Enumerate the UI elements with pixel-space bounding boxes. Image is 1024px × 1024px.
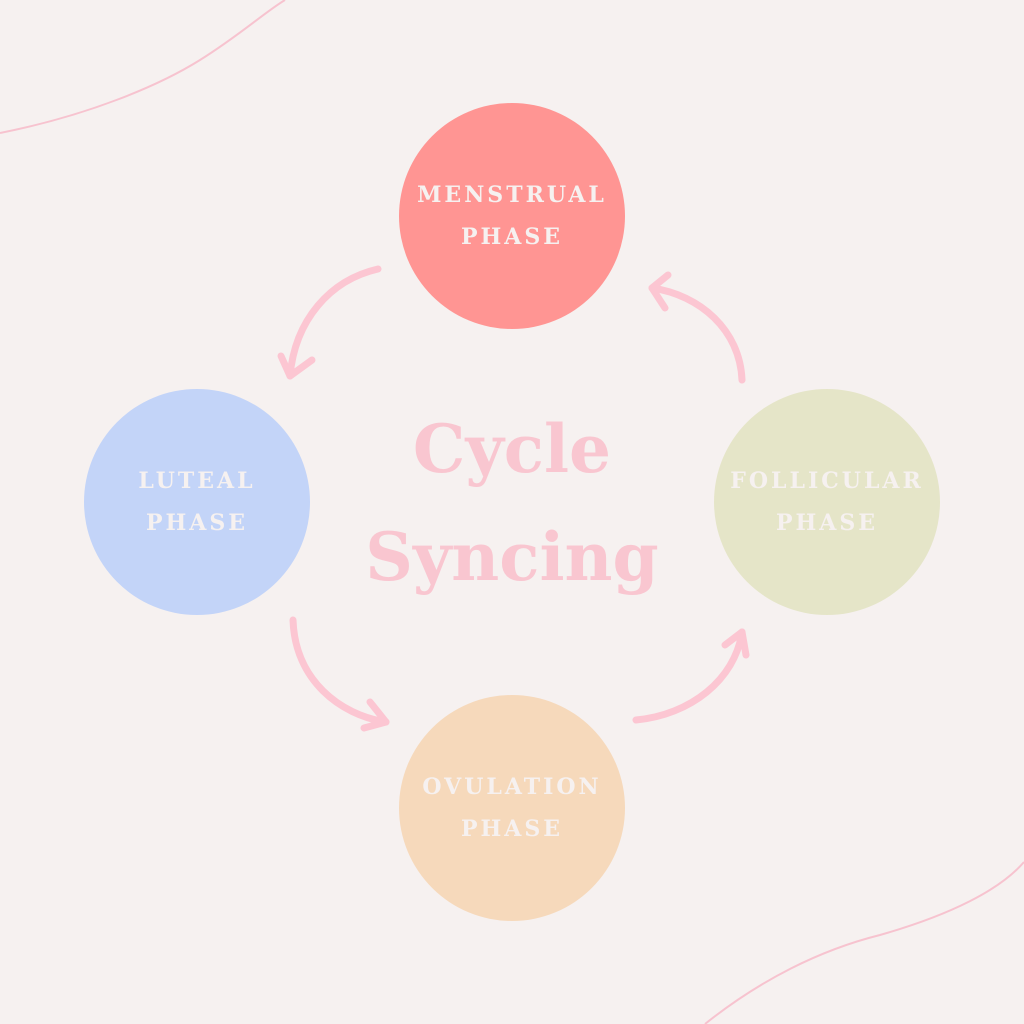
phase-menstrual: MENSTRUAL PHASE bbox=[399, 103, 625, 329]
title-line-1: Cycle bbox=[412, 410, 612, 488]
arrow-luteal-to-ovulation bbox=[289, 616, 390, 732]
phase-label: PHASE bbox=[460, 224, 564, 250]
phase-label: PHASE bbox=[460, 816, 564, 842]
phase-label: MENSTRUAL bbox=[417, 182, 607, 208]
phase-follicular: FOLLICULAR PHASE bbox=[714, 389, 940, 615]
phase-ovulation: OVULATION PHASE bbox=[399, 695, 625, 921]
arrow-menstrual-to-luteal bbox=[277, 265, 382, 380]
phase-label: PHASE bbox=[775, 510, 879, 536]
phase-label: FOLLICULAR bbox=[730, 468, 924, 494]
phase-label: PHASE bbox=[145, 510, 249, 536]
arrow-ovulation-to-follicular bbox=[632, 628, 750, 724]
title-line-2: Syncing bbox=[365, 518, 659, 596]
arrow-follicular-to-menstrual bbox=[648, 271, 746, 384]
decorative-curve-bottom-right bbox=[704, 861, 1024, 1024]
phase-luteal: LUTEAL PHASE bbox=[84, 389, 310, 615]
phase-label: LUTEAL bbox=[138, 468, 256, 494]
phase-label: OVULATION bbox=[422, 774, 602, 800]
decorative-curve-top-left bbox=[0, 0, 286, 134]
